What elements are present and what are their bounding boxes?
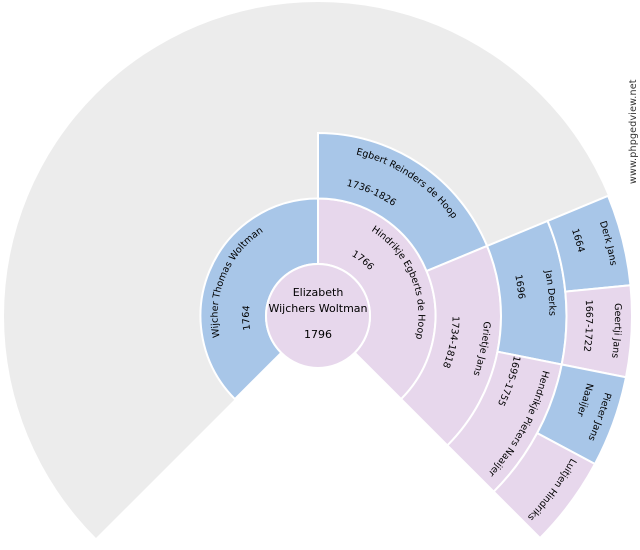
center-person-name-line2: Wijchers Woltman	[268, 302, 367, 315]
sector-jan-derks-dates-text: 1696	[512, 274, 526, 300]
sector-geertji-jans-name-text: Geertji Jans	[609, 303, 623, 359]
sector-geertji-jans-dates-text: 1667-1722	[581, 299, 594, 352]
site-credit-text: www.phpgedview.net	[628, 79, 639, 184]
center-person-name-line1: Elizabeth	[293, 286, 344, 299]
center-person-dates: 1796	[304, 328, 332, 341]
sector-luitjen-hindriks[interactable]	[492, 431, 597, 540]
center-person-circle[interactable]	[265, 263, 371, 369]
